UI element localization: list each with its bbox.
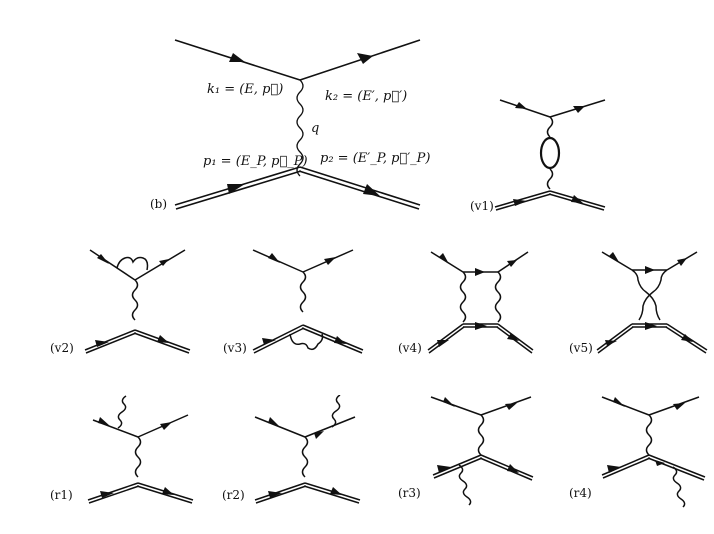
diagram-tag: (r4) (569, 486, 592, 500)
photon-loop (289, 333, 324, 351)
radiated-photon (458, 464, 472, 506)
diagram-v5: (v5) (569, 251, 708, 355)
main-diagram: k₁ = (E, p⃗) k₂ = (E′, p⃗′) q p₁ = (E_P,… (150, 39, 430, 211)
diagram-v3: (v3) (223, 249, 364, 355)
radiated-photon (672, 466, 686, 508)
diagram-v4: (v4) (398, 251, 534, 355)
diagram-tag: (v5) (569, 341, 593, 355)
arrow-icon (227, 184, 245, 194)
arrow-icon (229, 53, 245, 62)
label-p1: p₁ = (E_P, p⃗_P) (203, 154, 308, 169)
loop-icon (539, 136, 561, 170)
diagram-tag: (r1) (50, 488, 73, 502)
arrow-icon (363, 184, 380, 196)
diagram-tag: (b) (150, 197, 167, 211)
photon-line (296, 79, 304, 177)
label-k1: k₁ = (E, p⃗) (207, 82, 283, 97)
diagram-r3: (r3) (398, 396, 534, 506)
radiated-photon (117, 395, 127, 429)
label-q: q (311, 121, 319, 136)
outgoing-proton-line (298, 166, 421, 210)
outgoing-electron-line (299, 39, 421, 81)
diagram-v2: (v2) (50, 249, 191, 355)
photon-loop (116, 256, 149, 271)
diagram-r2: (r2) (222, 395, 361, 504)
diagram-tag: (v2) (50, 341, 74, 355)
diagram-tag: (r2) (222, 488, 245, 502)
radiated-photon (331, 395, 341, 428)
diagram-tag: (r3) (398, 486, 421, 500)
label-k2: k₂ = (E′, p⃗′) (325, 89, 407, 104)
diagram-r4: (r4) (569, 396, 706, 508)
arrow-icon (357, 53, 373, 64)
diagram-r1: (r1) (50, 395, 194, 504)
diagram-v1: (v1) (470, 99, 606, 213)
diagram-tag: (v3) (223, 341, 247, 355)
diagram-tag: (v1) (470, 199, 494, 213)
diagram-tag: (v4) (398, 341, 422, 355)
label-p2: p₂ = (E′_P, p⃗′_P) (320, 151, 430, 166)
